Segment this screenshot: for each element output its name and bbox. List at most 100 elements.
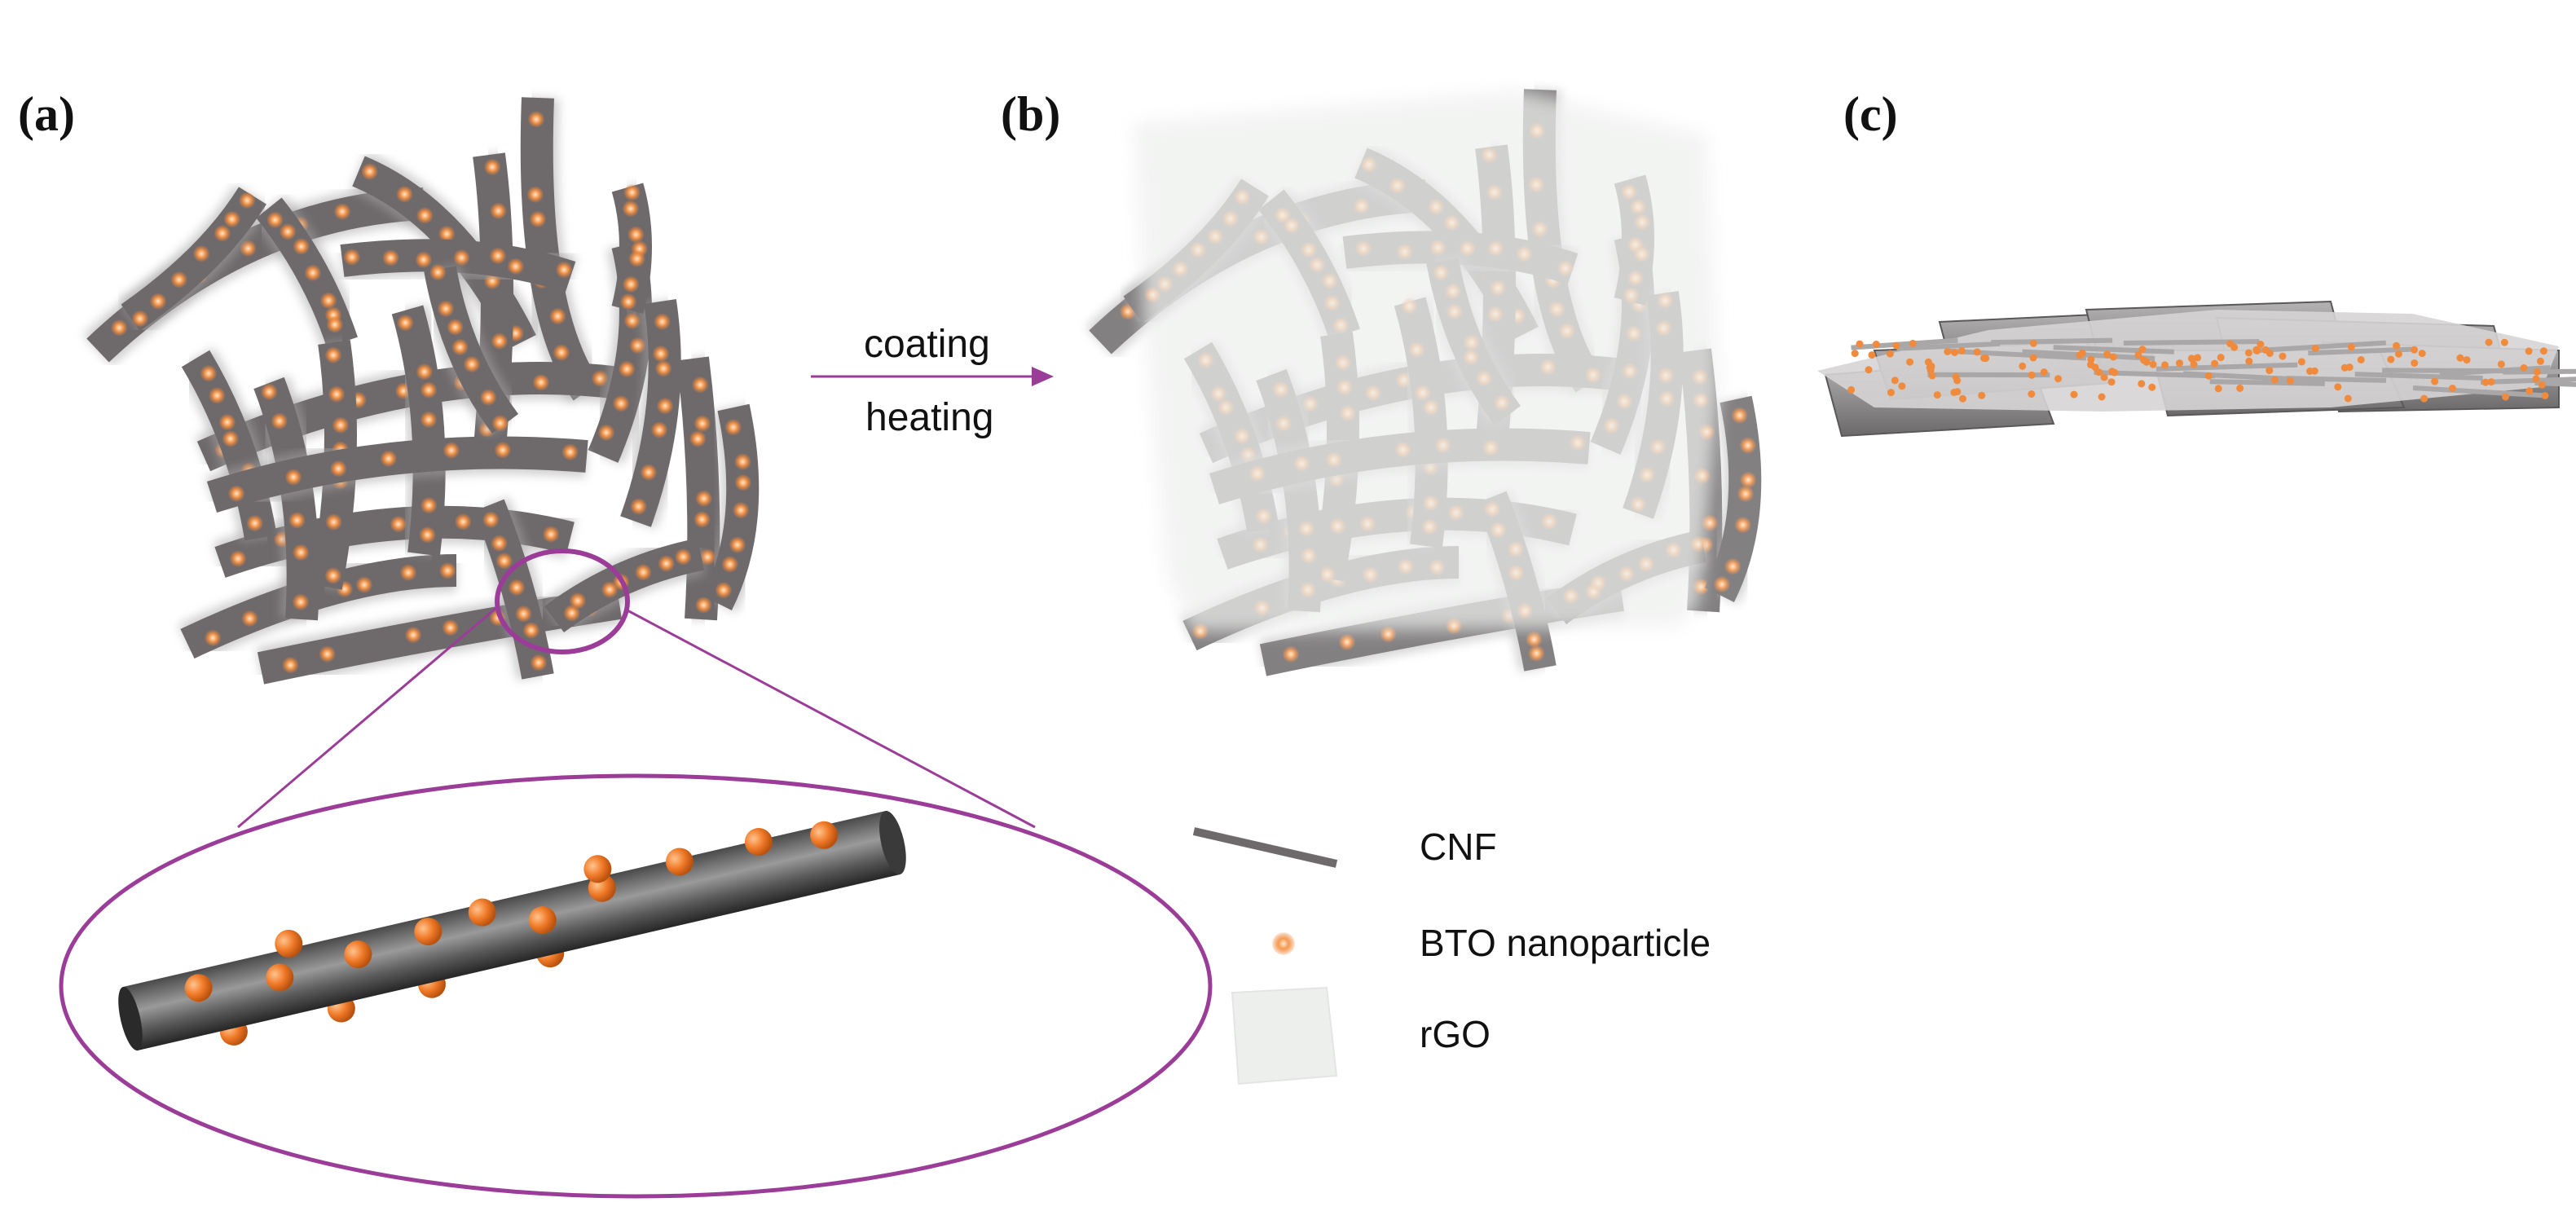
plate-particle — [1957, 347, 1966, 354]
bto-particle — [622, 200, 639, 217]
legend-cnf-symbol — [1192, 827, 1338, 868]
bto-particle — [205, 629, 222, 646]
bto-particle — [724, 419, 742, 436]
bto-particle — [491, 415, 509, 432]
plate-particle — [1906, 358, 1914, 366]
legend: CNF BTO nanoparticle rGO — [1192, 826, 1711, 1085]
bto-particle — [494, 442, 511, 459]
plate-particle — [2286, 377, 2294, 385]
bto-ball — [275, 929, 303, 958]
bto-particle — [1338, 633, 1355, 650]
bto-particle — [400, 564, 416, 581]
bto-particle — [304, 264, 321, 281]
bto-ball — [266, 963, 294, 992]
plate-particle — [2257, 341, 2265, 348]
plate-particle — [2394, 350, 2402, 358]
bto-particle — [223, 211, 240, 227]
bto-particle — [729, 536, 746, 553]
plate-particle — [2525, 347, 2533, 355]
bto-ball — [414, 918, 443, 946]
plate-particle — [2502, 393, 2510, 401]
bto-particle — [613, 395, 630, 412]
bto-particle — [694, 415, 711, 432]
bto-particle — [271, 412, 288, 429]
bto-particle — [695, 597, 712, 614]
plate-particle — [2028, 371, 2036, 379]
cnf-network-a — [83, 97, 764, 689]
plate-particle — [2411, 346, 2418, 354]
bto-particle — [592, 370, 609, 387]
bto-particle — [330, 460, 347, 478]
plate-fiber — [2503, 368, 2576, 375]
plate-particle — [1944, 347, 1952, 355]
plate-particle — [2214, 385, 2222, 393]
bto-particle — [484, 159, 501, 175]
legend-bto-label: BTO nanoparticle — [1420, 922, 1711, 964]
plate-particle — [1892, 341, 1900, 350]
bto-particle — [293, 544, 310, 561]
bto-particle — [421, 381, 438, 399]
plate-fiber — [2308, 346, 2412, 356]
plate-particle — [1898, 382, 1906, 390]
plate-particle — [2481, 378, 2490, 386]
plate-particle — [1891, 377, 1899, 385]
plate-particle — [2266, 367, 2274, 375]
plate-particle — [2344, 394, 2352, 403]
bto-particle — [675, 548, 692, 566]
plate-particle — [2357, 356, 2365, 363]
bto-particle — [293, 593, 309, 610]
bto-ball — [583, 855, 612, 883]
plate-fiber — [1851, 337, 1958, 350]
plate-particle — [2098, 393, 2106, 401]
bto-particle — [285, 469, 302, 486]
plate-fiber — [1991, 337, 2113, 346]
legend-cnf-label: CNF — [1420, 826, 1497, 868]
plate-particle — [1952, 372, 1960, 381]
zoom-connector-right — [625, 608, 1036, 829]
bto-particle — [640, 464, 657, 481]
plate-particle — [2103, 350, 2111, 359]
bto-particle — [451, 339, 469, 355]
plate-particle — [2087, 355, 2095, 363]
plate-particle — [2420, 394, 2428, 403]
plate-particle — [2266, 350, 2274, 357]
bto-particle — [416, 207, 434, 224]
bto-particle — [549, 308, 566, 324]
bto-particle — [489, 247, 506, 264]
bto-particle — [293, 238, 310, 255]
bto-particle — [320, 292, 337, 309]
bto-particle — [282, 657, 299, 674]
bto-particle — [246, 515, 263, 531]
bto-particle — [628, 250, 645, 267]
plate-fiber — [2053, 345, 2174, 354]
plate-particle — [2140, 356, 2147, 364]
bto-particle — [319, 645, 336, 663]
bto-particle — [419, 526, 436, 544]
bto-particle — [601, 581, 619, 598]
plate-particle — [2176, 359, 2183, 368]
bto-particle — [170, 271, 187, 288]
bto-particle — [324, 567, 341, 584]
bto-particle — [438, 300, 455, 317]
panel-label-b: (b) — [1001, 87, 1060, 141]
plate-particle — [2448, 385, 2456, 392]
plate-fiber — [2155, 362, 2298, 372]
bto-particle — [651, 421, 668, 438]
plate-particle — [2411, 359, 2419, 367]
rgo-sheet-b — [1133, 90, 1720, 632]
bto-particle — [453, 249, 470, 266]
plate-particle — [2161, 361, 2169, 369]
bto-particle — [464, 356, 480, 372]
plate-particle — [2138, 346, 2147, 354]
bto-particle — [715, 582, 732, 599]
legend-bto-symbol — [1272, 932, 1295, 955]
bto-particle — [193, 245, 210, 262]
plate-particle — [2500, 338, 2508, 346]
plate-particle — [2148, 383, 2156, 391]
bto-particle — [325, 346, 341, 363]
plate-particle — [2028, 390, 2036, 398]
bto-particle — [689, 430, 707, 447]
bto-particle — [495, 553, 513, 570]
bto-particle — [228, 485, 245, 502]
bto-particle — [343, 249, 360, 266]
